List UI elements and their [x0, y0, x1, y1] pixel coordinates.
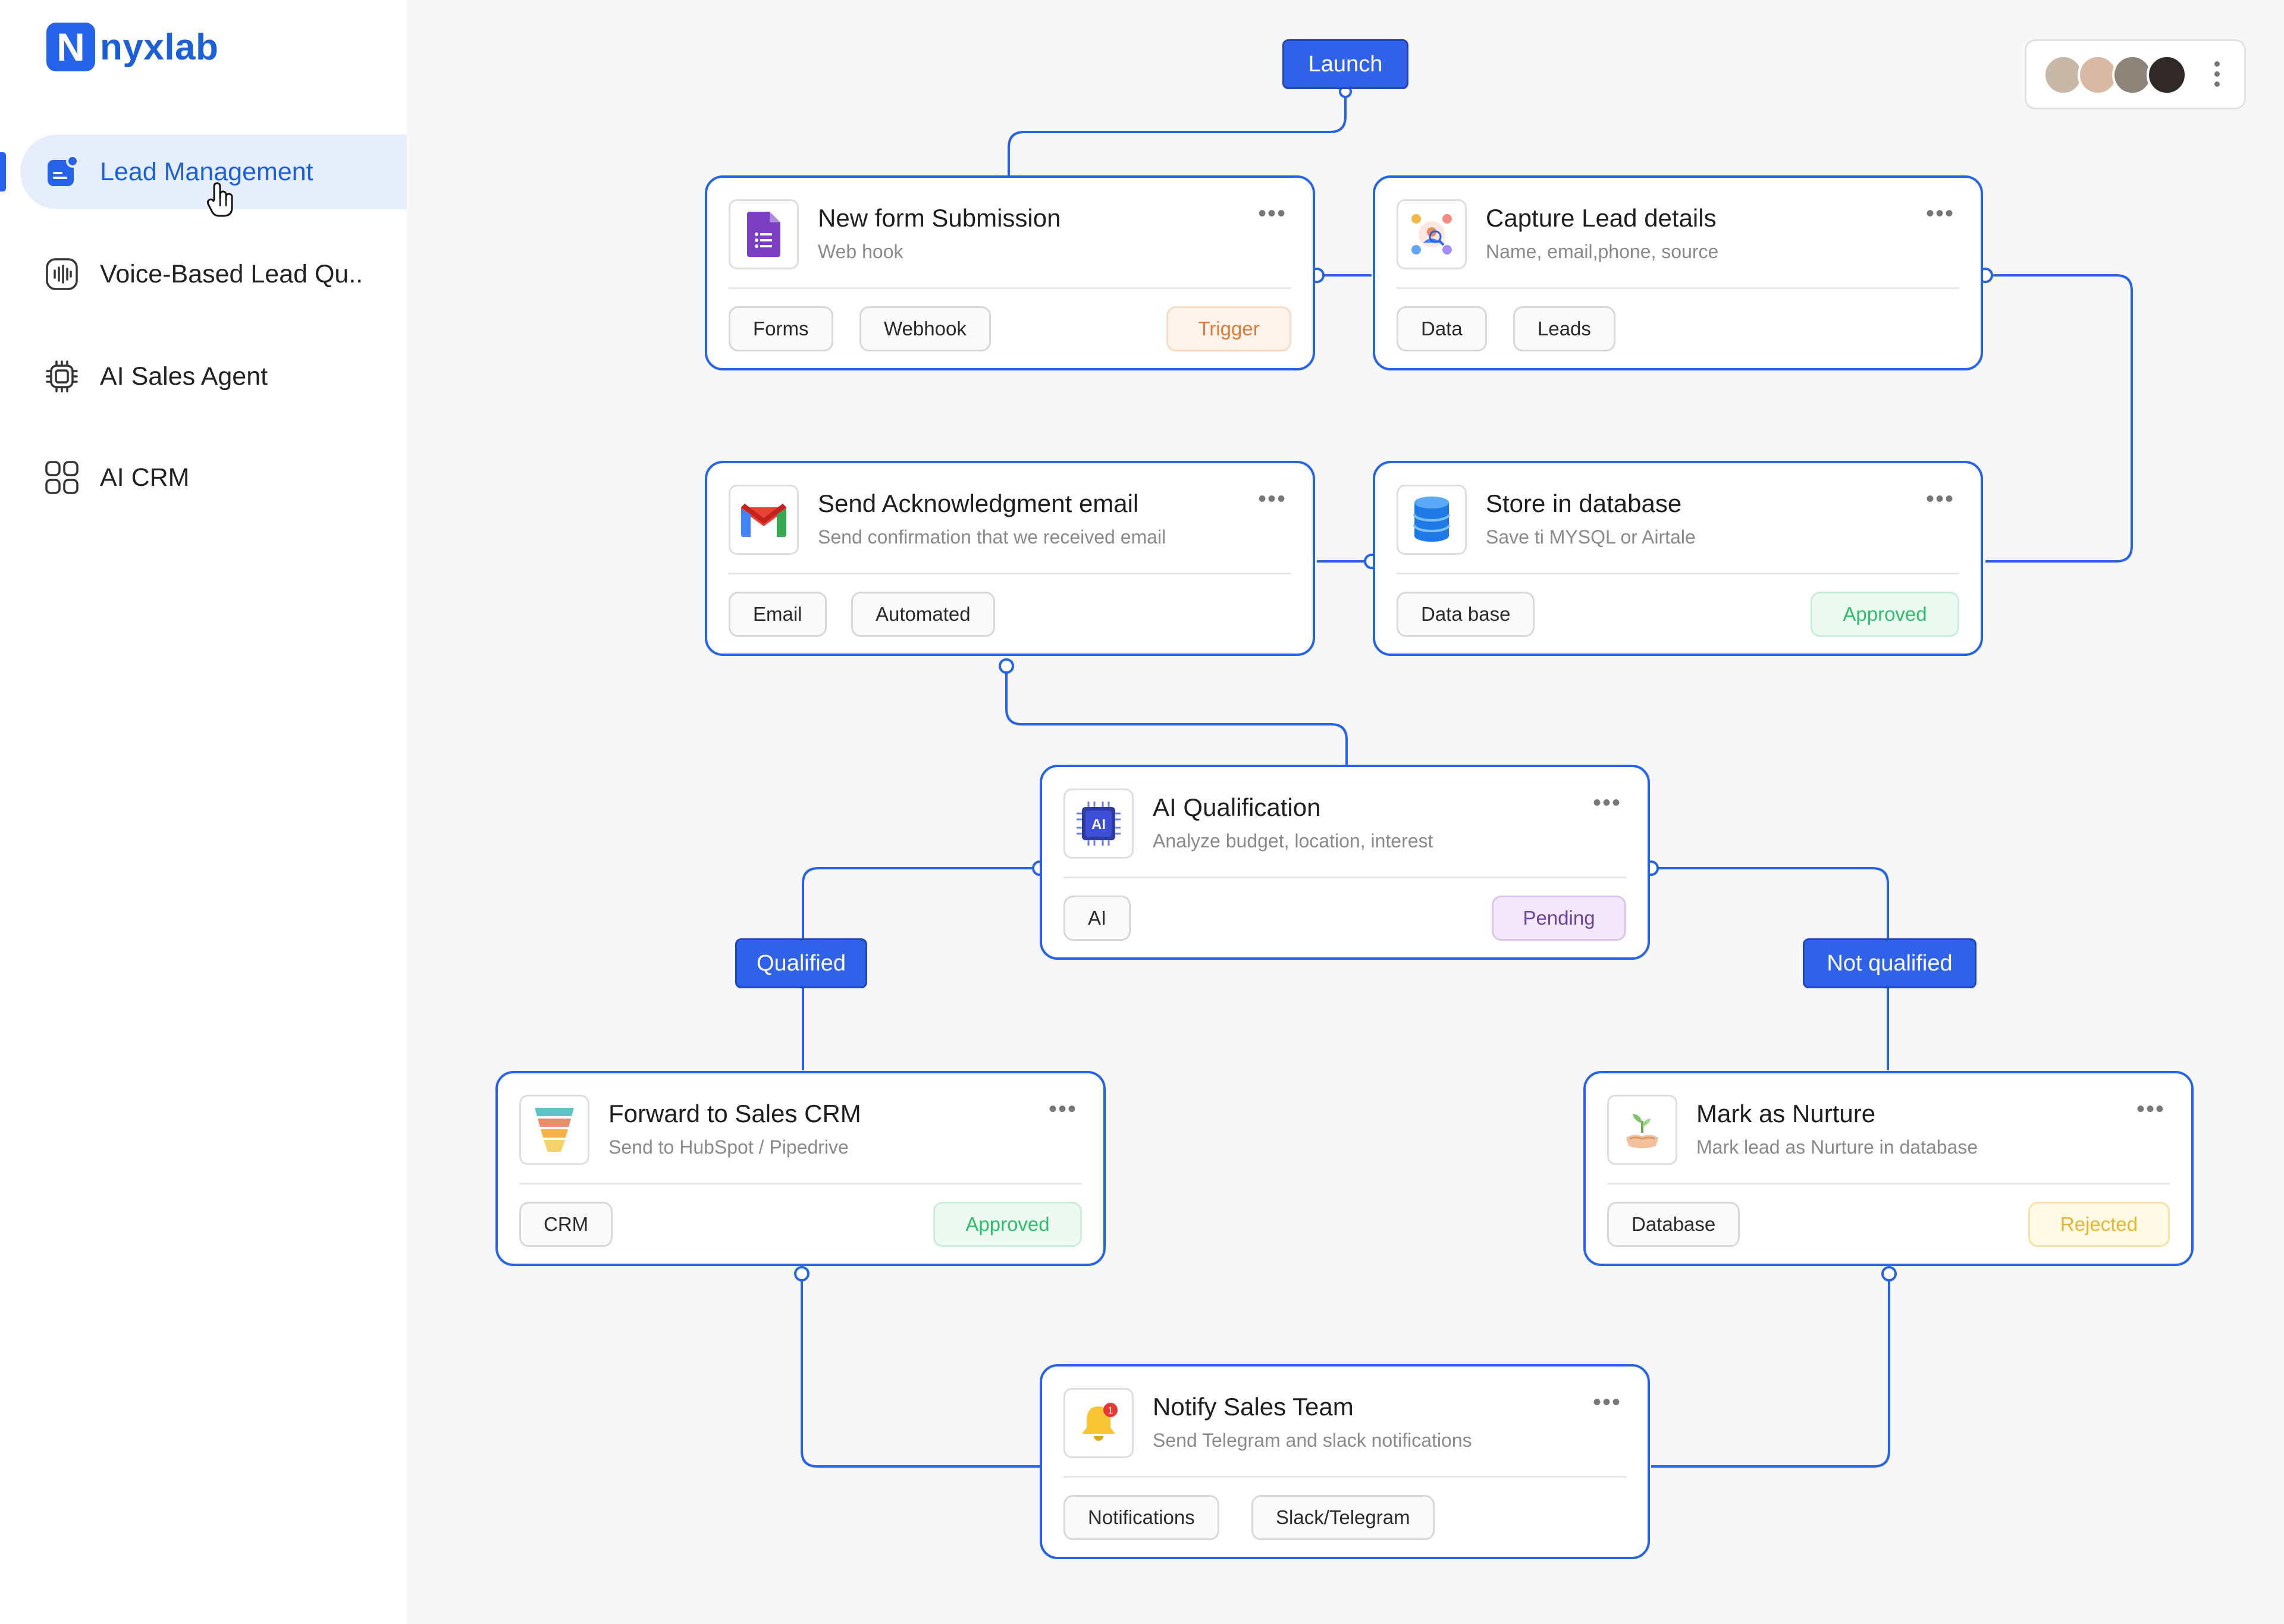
logo-mark: N [46, 23, 95, 71]
node-subtitle: Send Telegram and slack notifications [1153, 1430, 1472, 1451]
divider [729, 573, 1291, 574]
node-subtitle: Send confirmation that we received email [818, 526, 1166, 548]
node-title: Notify Sales Team [1153, 1393, 1354, 1421]
node-mark-as-nurture[interactable]: Mark as Nurture Mark lead as Nurture in … [1583, 1071, 2194, 1266]
kebab-menu-icon[interactable] [2214, 61, 2220, 92]
tag[interactable]: Data base [1397, 592, 1535, 637]
sidebar-item-label: AI Sales Agent [100, 362, 268, 391]
node-ai-qualification[interactable]: AI AI Qualification Analyze budget, loca… [1040, 765, 1650, 960]
node-title: AI Qualification [1153, 793, 1321, 821]
node-store-in-database[interactable]: Store in database Save ti MYSQL or Airta… [1373, 461, 1983, 656]
tag[interactable]: Database [1607, 1202, 1740, 1247]
node-capture-lead-details[interactable]: Capture Lead details Name, email,phone, … [1373, 175, 1983, 370]
node-subtitle: Web hook [818, 241, 903, 262]
tag[interactable]: CRM [519, 1202, 613, 1247]
status-badge: Approved [1811, 592, 1959, 637]
lead-management-icon [44, 154, 80, 190]
sidebar-item-label: AI CRM [100, 463, 190, 492]
sidebar-item-ai-sales-agent[interactable]: AI Sales Agent [20, 339, 407, 414]
status-badge: Pending [1492, 896, 1626, 941]
more-options-icon[interactable]: ••• [1257, 486, 1287, 512]
sidebar-item-label: Voice-Based Lead Qu.. [100, 259, 363, 288]
hand-cursor-icon [206, 181, 236, 221]
more-options-icon[interactable]: ••• [1257, 200, 1287, 227]
voice-waveform-icon [44, 256, 80, 292]
notification-count: 1 [1108, 1406, 1113, 1416]
node-title: Capture Lead details [1486, 204, 1717, 232]
node-title: Forward to Sales CRM [608, 1100, 861, 1127]
collaborators-panel[interactable] [2025, 39, 2246, 109]
tag[interactable]: Slack/Telegram [1251, 1495, 1435, 1540]
node-subtitle: Analyze budget, location, interest [1153, 830, 1433, 852]
more-options-icon[interactable]: ••• [2136, 1096, 2165, 1122]
ai-chip-label: AI [1091, 816, 1106, 833]
status-badge: Approved [933, 1202, 1082, 1247]
database-icon [1397, 485, 1467, 555]
more-options-icon[interactable]: ••• [1925, 200, 1954, 227]
node-title: Send Acknowledgment email [818, 489, 1139, 517]
qualified-branch-label[interactable]: Qualified [735, 938, 867, 988]
node-subtitle: Save ti MYSQL or Airtale [1486, 526, 1696, 548]
status-badge: Trigger [1166, 306, 1291, 351]
status-badge: Rejected [2028, 1202, 2170, 1247]
divider [1063, 877, 1626, 878]
divider [1397, 573, 1959, 574]
tag[interactable]: Data [1397, 306, 1487, 351]
logo-text: nyxlab [100, 26, 219, 68]
avatar-4[interactable] [2147, 55, 2187, 95]
node-new-form-submission[interactable]: New form Submission Web hook ••• Forms W… [705, 175, 1315, 370]
logo[interactable]: N nyxlab [46, 23, 218, 71]
node-forward-to-sales-crm[interactable]: Forward to Sales CRM Send to HubSpot / P… [495, 1071, 1106, 1266]
google-forms-icon [729, 199, 799, 269]
lead-capture-icon [1397, 199, 1467, 269]
sidebar-item-ai-crm[interactable]: AI CRM [20, 440, 407, 515]
node-title: Mark as Nurture [1696, 1100, 1876, 1127]
ai-chip-icon: AI [1063, 789, 1134, 859]
tag[interactable]: Leads [1513, 306, 1615, 351]
sidebar-item-voice-lead[interactable]: Voice-Based Lead Qu.. [20, 237, 407, 312]
sidebar-item-label: Lead Management [100, 157, 313, 186]
divider [1063, 1476, 1626, 1478]
tag[interactable]: Forms [729, 306, 833, 351]
chip-icon [44, 359, 80, 394]
node-send-acknowledgment-email[interactable]: Send Acknowledgment email Send confirmat… [705, 461, 1315, 656]
node-subtitle: Send to HubSpot / Pipedrive [608, 1136, 849, 1158]
node-subtitle: Name, email,phone, source [1486, 241, 1719, 262]
tag[interactable]: Webhook [859, 306, 991, 351]
notification-bell-icon: 1 [1063, 1388, 1134, 1458]
more-options-icon[interactable]: ••• [1048, 1096, 1077, 1122]
node-notify-sales-team[interactable]: 1 Notify Sales Team Send Telegram and sl… [1040, 1364, 1650, 1559]
node-title: Store in database [1486, 489, 1682, 517]
more-options-icon[interactable]: ••• [1925, 486, 1954, 512]
sidebar: N nyxlab Lead Management [0, 0, 407, 1624]
tag[interactable]: Notifications [1063, 1495, 1219, 1540]
node-title: New form Submission [818, 204, 1061, 232]
tag[interactable]: Email [729, 592, 827, 637]
grid-apps-icon [44, 460, 80, 495]
divider [729, 287, 1291, 289]
active-indicator [0, 152, 6, 191]
divider [519, 1183, 1082, 1185]
sidebar-item-lead-management[interactable]: Lead Management [20, 134, 407, 209]
gmail-icon [729, 485, 799, 555]
tag[interactable]: Automated [851, 592, 995, 637]
launch-button[interactable]: Launch [1282, 39, 1408, 89]
divider [1397, 287, 1959, 289]
more-options-icon[interactable]: ••• [1592, 1389, 1621, 1415]
divider [1607, 1183, 2170, 1185]
tag[interactable]: AI [1063, 896, 1131, 941]
more-options-icon[interactable]: ••• [1592, 790, 1621, 816]
nurture-plant-icon [1607, 1095, 1677, 1165]
funnel-icon [519, 1095, 589, 1165]
node-subtitle: Mark lead as Nurture in database [1696, 1136, 1978, 1158]
not-qualified-branch-label[interactable]: Not qualified [1803, 938, 1976, 988]
